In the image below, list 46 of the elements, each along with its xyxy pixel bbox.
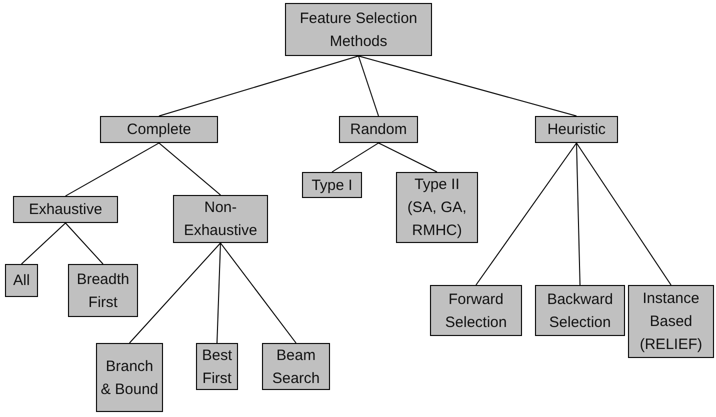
category-box (535, 285, 625, 336)
category-box (173, 195, 268, 243)
category-box (628, 285, 714, 358)
category-box (262, 343, 330, 390)
node-text: Forward Selection (444, 290, 508, 332)
category-box (96, 343, 163, 412)
connector-line (129, 242, 221, 344)
connector-line (576, 142, 580, 286)
connector-line (576, 142, 672, 286)
connector-line (220, 242, 296, 344)
connector-line (65, 222, 104, 264)
connector-line (216, 242, 221, 344)
node-text: Best First (200, 346, 233, 388)
node-text: Beam Search (271, 346, 321, 388)
category-box (285, 3, 432, 56)
connector-line (65, 142, 160, 196)
category-box (396, 172, 478, 243)
node-text: Branch & Bound (100, 356, 160, 400)
node-text: Non-Exhaustive (182, 198, 258, 241)
connector-line (358, 56, 577, 116)
node-text: Type I (312, 176, 352, 196)
node-text: Random (350, 120, 407, 140)
node-text: Exhaustive (28, 200, 102, 220)
category-box (535, 116, 618, 143)
node-text: Heuristic (547, 120, 606, 140)
category-box (339, 116, 418, 143)
node-text: Instance Based (RELIEF) (638, 289, 704, 355)
connector-line (21, 222, 66, 264)
category-box (302, 172, 362, 198)
node-text: Complete (126, 120, 192, 140)
category-box (430, 285, 522, 336)
connector-line (158, 56, 359, 116)
connector-line (358, 56, 379, 116)
node-text: Breadth First (76, 270, 130, 312)
node-text: All (13, 271, 30, 291)
node-text: Type II (SA, GA, RMHC) (406, 175, 468, 241)
category-box (68, 264, 138, 317)
category-box (100, 116, 218, 143)
connector-line (378, 142, 438, 172)
connector-line (476, 142, 577, 286)
node-text: Backward Selection (546, 290, 614, 332)
category-box (13, 196, 118, 223)
connector-line (158, 142, 221, 196)
node-text: Feature Selection Methods (298, 8, 418, 52)
category-box (5, 264, 38, 297)
connector-line (332, 142, 379, 172)
